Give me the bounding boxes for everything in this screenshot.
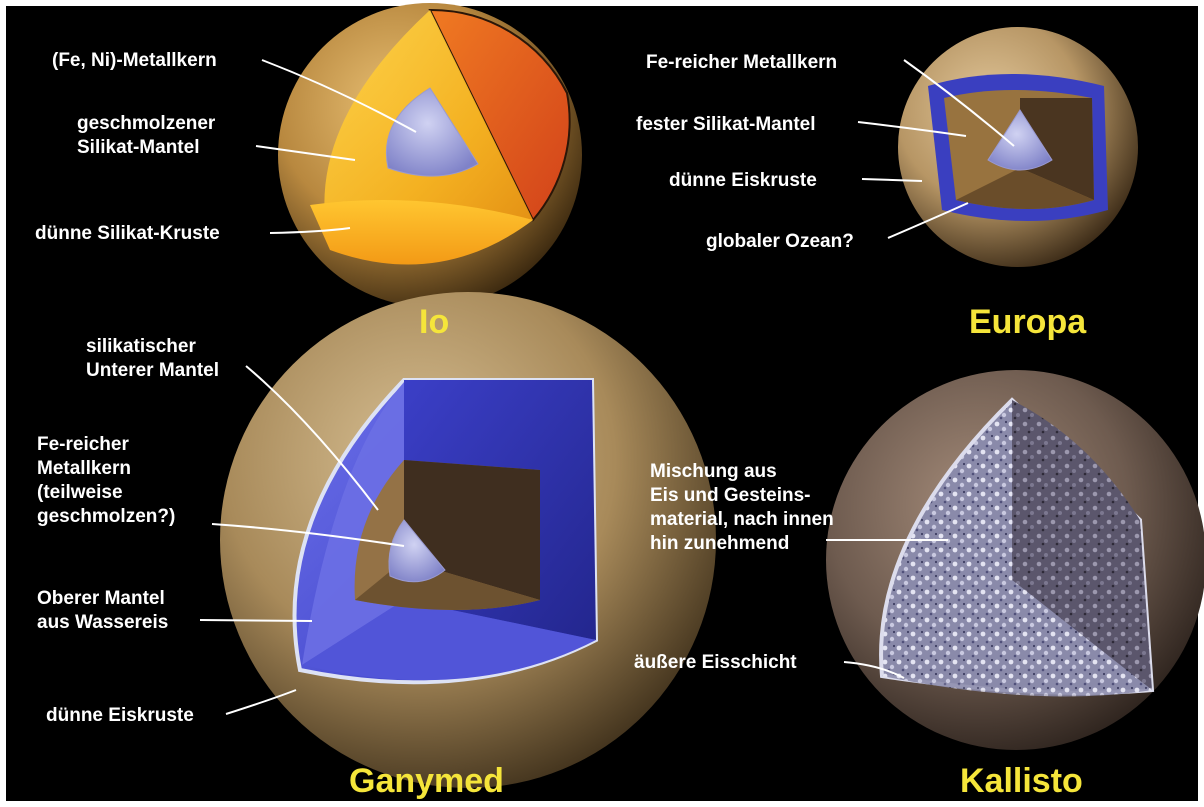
label-line: Oberer Mantel xyxy=(37,588,165,609)
label-kallisto-outer: äußere Eisschicht xyxy=(634,652,797,673)
label-line: hin zunehmend xyxy=(650,533,789,554)
label-ganymed-crust: dünne Eiskruste xyxy=(46,705,194,726)
label-line: Metallkern xyxy=(37,458,131,479)
label-line: geschmolzen?) xyxy=(37,506,175,527)
title-io: Io xyxy=(419,303,449,341)
label-line: silikatischer xyxy=(86,336,196,357)
title-ganymed: Ganymed xyxy=(349,762,504,800)
label-line: Unterer Mantel xyxy=(86,360,219,381)
label-europa-ocean: globaler Ozean? xyxy=(706,231,854,252)
label-line: geschmolzener xyxy=(77,113,216,134)
label-line: Silikat-Mantel xyxy=(77,137,199,158)
label-line: (Fe, Ni)-Metallkern xyxy=(52,50,217,71)
label-line: dünne Silikat-Kruste xyxy=(35,223,220,244)
label-line: Fe-reicher xyxy=(37,434,129,455)
label-io-core: (Fe, Ni)-Metallkern xyxy=(52,50,217,71)
europa-globe xyxy=(898,27,1138,267)
label-europa-mantle: fester Silikat-Mantel xyxy=(636,114,816,135)
title-kallisto: Kallisto xyxy=(960,762,1083,800)
label-line: äußere Eisschicht xyxy=(634,652,797,673)
ganymed-globe xyxy=(220,292,716,788)
label-line: Mischung aus xyxy=(650,461,777,482)
label-line: dünne Eiskruste xyxy=(669,170,817,191)
label-line: dünne Eiskruste xyxy=(46,705,194,726)
label-line: globaler Ozean? xyxy=(706,231,854,252)
label-line: (teilweise xyxy=(37,482,123,503)
title-europa: Europa xyxy=(969,303,1087,341)
label-line: aus Wassereis xyxy=(37,612,168,633)
label-line: material, nach innen xyxy=(650,509,834,530)
label-io-crust: dünne Silikat-Kruste xyxy=(35,223,220,244)
label-line: Fe-reicher Metallkern xyxy=(646,52,837,73)
label-line: fester Silikat-Mantel xyxy=(636,114,816,135)
label-line: Eis und Gesteins- xyxy=(650,485,810,506)
kallisto-globe xyxy=(826,370,1204,750)
leader-ganymed-upper xyxy=(200,620,312,621)
label-europa-core: Fe-reicher Metallkern xyxy=(646,52,837,73)
label-europa-crust: dünne Eiskruste xyxy=(669,170,817,191)
